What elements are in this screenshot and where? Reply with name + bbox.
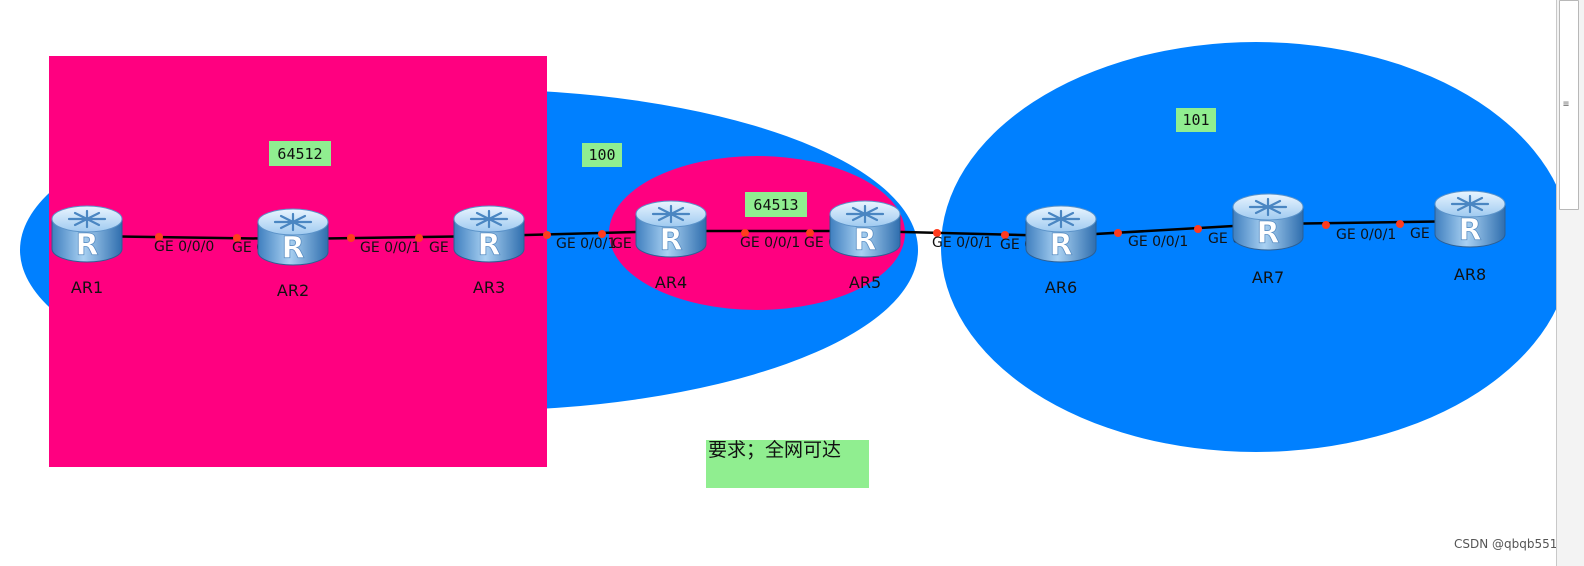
as64512-label-text: 64512 — [277, 145, 322, 163]
port-label-ar6: GE 0/0/1 — [1128, 234, 1188, 250]
svg-text:R: R — [1049, 228, 1072, 263]
port-label-ar1: GE 0/0/0 — [154, 239, 214, 255]
port-label-ar4: GE 0/0/1 — [740, 235, 800, 251]
scrollbar-thumb[interactable] — [1559, 0, 1579, 210]
router-icon: R — [257, 208, 329, 266]
svg-text:R: R — [75, 228, 98, 263]
port-dot-ar5 — [806, 229, 814, 237]
port-dot-ar7 — [1194, 225, 1202, 233]
port-dot-ar2 — [347, 234, 355, 242]
port-dot-ar4 — [598, 230, 606, 238]
port-dot-ar3 — [415, 234, 423, 242]
router-label-ar4: AR4 — [655, 273, 687, 292]
router-icon: R — [1232, 193, 1304, 251]
svg-text:R: R — [477, 228, 500, 263]
router-ar4[interactable]: R AR4 — [635, 200, 707, 292]
port-label-ar5: GE 0/0/1 — [932, 235, 992, 251]
router-ar2[interactable]: R AR2 — [257, 208, 329, 300]
requirement-text: 要求；全网可达 — [708, 439, 841, 461]
svg-text:R: R — [281, 231, 304, 266]
router-label-ar2: AR2 — [277, 281, 309, 300]
router-label-ar1: AR1 — [71, 278, 103, 297]
router-icon: R — [1434, 190, 1506, 248]
router-ar5[interactable]: R AR5 — [829, 200, 901, 292]
svg-text:R: R — [853, 223, 876, 258]
router-ar1[interactable]: R AR1 — [51, 205, 123, 297]
router-ar3[interactable]: R AR3 — [453, 205, 525, 297]
port-label-ar3: GE 0/0/1 — [556, 236, 616, 252]
router-icon: R — [453, 205, 525, 263]
as100-label: 100 — [582, 143, 622, 167]
port-dot-ar7 — [1322, 221, 1330, 229]
scroll-grip-icon: ≡ — [1563, 99, 1570, 110]
port-dot-ar6 — [1114, 229, 1122, 237]
router-ar7[interactable]: R AR7 — [1232, 193, 1304, 287]
router-icon: R — [1025, 205, 1097, 263]
routers-layer: R AR1 R AR2 R AR3 R AR4 R AR5 R AR6 R AR7 R AR8 — [51, 190, 1506, 300]
router-label-ar6: AR6 — [1045, 278, 1077, 297]
router-label-ar7: AR7 — [1252, 268, 1284, 287]
port-dot-ar6 — [1001, 231, 1009, 239]
port-dot-ar1 — [155, 233, 163, 241]
svg-text:R: R — [1458, 213, 1481, 248]
port-dot-ar5 — [933, 229, 941, 237]
port-label-ar2: GE 0/0/1 — [360, 240, 420, 256]
as101-label: 101 — [1176, 108, 1216, 132]
router-icon: R — [51, 205, 123, 263]
port-dot-ar2 — [233, 234, 241, 242]
router-label-ar5: AR5 — [849, 273, 881, 292]
svg-text:R: R — [1256, 216, 1279, 251]
router-icon: R — [635, 200, 707, 258]
as101-label-text: 101 — [1182, 111, 1209, 129]
as64513-label-text: 64513 — [753, 196, 798, 214]
port-dot-ar4 — [741, 229, 749, 237]
watermark: CSDN @qbqb551 — [1454, 537, 1557, 551]
router-label-ar8: AR8 — [1454, 265, 1486, 284]
as64513-label: 64513 — [745, 192, 807, 217]
port-dot-ar8 — [1396, 220, 1404, 228]
as100-label-text: 100 — [588, 146, 615, 164]
requirement-note: 要求；全网可达 — [706, 439, 869, 488]
port-dot-ar3 — [543, 231, 551, 239]
as64512-label: 64512 — [269, 141, 331, 166]
as64513-area — [609, 156, 905, 310]
router-ar8[interactable]: R AR8 — [1434, 190, 1506, 284]
router-icon: R — [829, 200, 901, 258]
router-label-ar3: AR3 — [473, 278, 505, 297]
router-ar6[interactable]: R AR6 — [1025, 205, 1097, 297]
svg-text:R: R — [659, 223, 682, 258]
port-label-ar7: GE 0/0/1 — [1336, 227, 1396, 243]
